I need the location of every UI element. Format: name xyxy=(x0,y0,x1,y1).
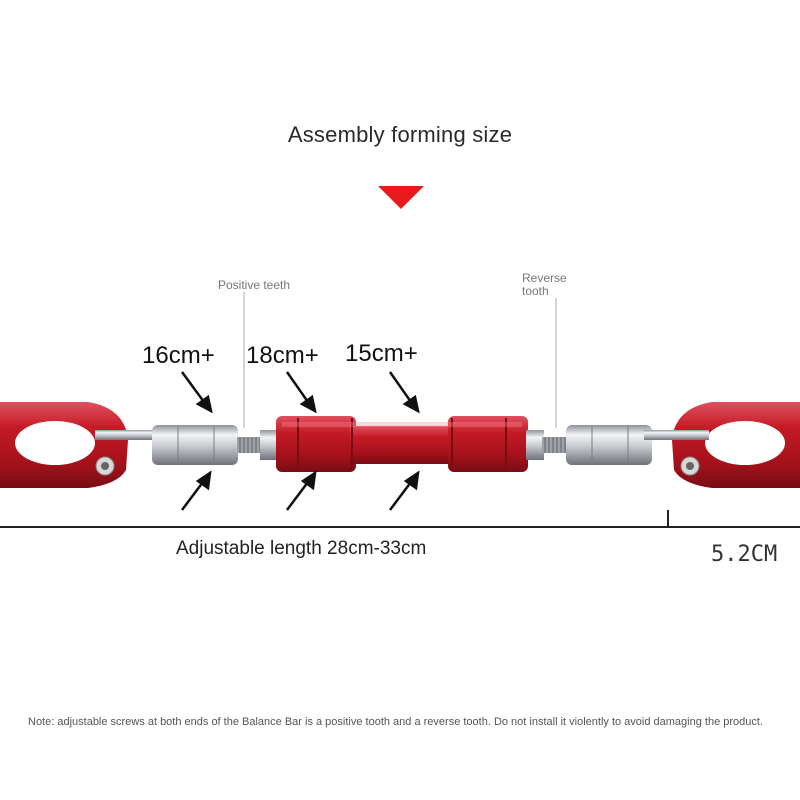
clamp-width-label: 5.2CM xyxy=(711,542,778,567)
clamp-width-tick xyxy=(667,510,669,526)
right-end-cap xyxy=(566,425,652,465)
left-clamp xyxy=(0,402,128,488)
right-rod xyxy=(644,430,709,440)
positive-teeth-label: Positive teeth xyxy=(218,278,291,292)
left-end-dimension: 16cm+ xyxy=(142,342,215,369)
left-end-cap xyxy=(152,425,238,465)
left-rod xyxy=(95,430,160,440)
down-arrow-icon xyxy=(378,186,424,209)
reverse-tooth-label-line1: Reverse xyxy=(522,271,567,285)
reverse-tooth-label-line2: tooth xyxy=(522,284,549,298)
page-title: Assembly forming size xyxy=(287,122,513,147)
adjustable-length-label: Adjustable length 28cm-33cm xyxy=(176,538,427,559)
right-thread xyxy=(542,437,568,453)
center-right-dimension: 15cm+ xyxy=(345,340,418,367)
right-clamp xyxy=(672,402,800,488)
length-baseline xyxy=(0,526,800,528)
left-thread xyxy=(237,437,263,453)
left-nut xyxy=(260,430,278,460)
installation-note: Note: adjustable screws at both ends of … xyxy=(28,716,763,728)
center-bar xyxy=(276,416,528,472)
lower-pointer-arrows xyxy=(181,470,420,511)
reverse-tooth-label: Reverse tooth xyxy=(522,272,567,298)
right-nut xyxy=(526,430,544,460)
center-left-dimension: 18cm+ xyxy=(246,342,319,369)
upper-pointer-arrows xyxy=(180,371,420,414)
